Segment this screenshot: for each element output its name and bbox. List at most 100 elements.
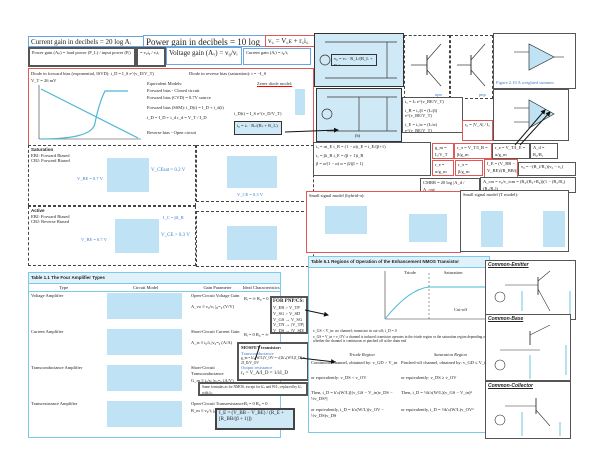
mosfet-l3: Output resistance	[241, 365, 273, 371]
weighted-summer: Figure 2.10 A weighted summer.	[493, 33, 576, 89]
sat-ebj: EBJ: Forward Biased	[31, 152, 70, 158]
saturation-region: Saturation Region	[434, 352, 467, 357]
diode-reverse: Diode in reverse bias (saturation): i = …	[189, 71, 267, 76]
zener-title: Zener diode model:	[257, 81, 293, 86]
bjt-current-eqs: i꜀ = Iₛ e^(v_BE/V_T) i_B = i꜀/β = (Iₛ/β)…	[402, 97, 463, 133]
row-eq: R_m ≡ v₀/iᵢ |ᵢ₀=₀ (V/A)	[191, 408, 232, 414]
row-type: Voltage Amplifier	[31, 293, 64, 299]
re: r_e = V_T/I_E = α/g_m	[495, 145, 526, 158]
power-gain-db: Power gain in decibels = 10 log Aₚ	[146, 37, 261, 47]
row-type: Transconductance Amplifier	[31, 365, 83, 371]
current-divider: i₀ = iₛ · Rₛ/(Rₛ + R_L)	[237, 123, 278, 128]
row-eq: A_vo ≡ v₀/vᵢ |ᵢ₀=₀ (V/V)	[191, 304, 235, 310]
vc-eq: v꜀ = V꜀ᴇ + r꜀i꜀	[268, 37, 309, 45]
row-ideal: Rᵢ = ∞ R₀ = 0	[244, 296, 269, 302]
sat-vbe: V_BE = 0.7 V	[77, 176, 103, 181]
mosfet-note-box: Same formulas as for NMOS, except for k'…	[198, 382, 308, 396]
t-model-circuit-2	[543, 211, 565, 247]
diff-vo-box: v₀ = −(R_f/R₁)(v₂ − v₁)	[518, 162, 576, 176]
t-model-title: Small signal model (T model):	[463, 192, 519, 197]
table11-title: Table 1.1 The Four Amplifier Types	[29, 273, 280, 284]
pnp-line: V_SG > V_SD	[273, 310, 301, 316]
common-collector-title: Common-Collector	[488, 383, 533, 389]
acm: A_cm = v₀/v_icm = (R₄/(R₃+R₄))(1 − (R₂/R…	[483, 179, 566, 192]
diode-section: Diode in forward bias (exponential, ISVD…	[28, 68, 314, 146]
sat-2: or equivalently: v_DS ≥ v_OV	[401, 375, 457, 380]
sat-3: Then, i_D = ½k'ₙ(W/L)(v_GS − V_tn)²	[401, 390, 472, 395]
model-sum: i_D = I_D + i_d r_d = V_T / I_D	[147, 115, 207, 120]
vc-box: v꜀ = V꜀ᴇ + r꜀i꜀	[265, 35, 315, 47]
npn-label: npn	[435, 92, 442, 97]
ib-eq: i_B = i꜀/β = (Iₛ/β) e^(v_BE/V_T)	[405, 107, 438, 119]
current-gain: Current gain (Aᵢ) = i₀/iᵢ	[246, 50, 288, 55]
power-gain-eq: = v₀i₀ / vᵢiᵢ	[140, 50, 159, 55]
power-gain-eq-box: = v₀i₀ / vᵢiᵢ	[136, 47, 166, 67]
mosfet-title: MOSFET transistor:	[241, 345, 282, 350]
re2-box: r_e = α/g_m	[432, 160, 454, 176]
row-ideal: Rᵢ = 0 R₀ = 0	[244, 401, 268, 407]
nmos-id-vds-graph	[384, 271, 487, 320]
ab-l3: β = α/(1 − α) α = β/(β + 1)	[316, 161, 364, 167]
diode-vt: V_T = 26 mV	[31, 78, 57, 83]
transconductance-amp-model	[107, 365, 182, 392]
hybrid-pi-title: Small signal model (hybrid-π):	[309, 193, 365, 198]
current-gain-db: Current gain in decibels = 20 log Aᵢ	[31, 38, 131, 46]
alpha-beta-box: i꜀ = αi_E i_B = (1 − α)i_E = i_E/(β+1) i…	[313, 142, 431, 176]
gm-box: g_m = I꜀/V_T	[432, 143, 454, 159]
mosfet-box: MOSFET transistor: Transconductance g_m …	[237, 342, 309, 381]
ie2: I_E = (V_BB − V_BE)/(R_BB/(β+1) + R_E)	[487, 161, 517, 178]
act-pnp-circuit	[227, 226, 277, 260]
triode-4: or equivalently, i_D = k'ₙ(W/L)(v_OV − ½…	[311, 407, 384, 418]
th-gain: Gain Parameter	[203, 284, 232, 290]
model-ssm: Forward bias (SSM): i_D(t) = I_D + i_d(t…	[147, 105, 224, 110]
pnp-line: V_TN → |V_TP|	[273, 322, 304, 328]
table-row: Voltage Amplifier Open-Circuit Voltage G…	[29, 292, 280, 328]
th-model: Circuit Model	[132, 284, 159, 290]
cutoff-bullet: v_GS < V_tn: no channel; transistor in c…	[313, 329, 397, 333]
row-gain: Short-Circuit Transconductance	[191, 365, 224, 376]
re2: r_e = α/g_m	[435, 162, 447, 175]
act-ic: I_C = βI_B	[163, 215, 184, 220]
row-gain: Short-Circuit Current Gain	[191, 329, 240, 335]
ie-formula: I_E = (V_BB − V_BE) / (R_E + [R_BB/(β + …	[219, 411, 284, 423]
ab-l2: i꜀ = βi_B i_E = (β + 1)i_B	[316, 152, 364, 158]
pnp-symbol: pnp	[450, 35, 493, 99]
common-emitter-box: Common-Emitter	[485, 260, 576, 320]
mosfet-l2: g_m = k'ₙ(W/L)V_OV = √(2k'ₙ(W/L)I_D) = 2…	[241, 356, 305, 365]
th-type: Type	[59, 284, 69, 290]
act-vce: V_CE > 0.3 V	[161, 233, 190, 238]
common-base-title: Common-Base	[488, 316, 524, 322]
voltage-gain-box: Voltage gain (Aᵥ) = v₀/vᵢ	[166, 47, 242, 65]
mosfet-l4: r₀ = V_A/I_D = 1/λI_D	[241, 370, 288, 376]
pnp-line: V_EB > V_TP	[273, 305, 300, 311]
voltage-divider: v₀ = vₛ · R_L/(R_L + Rₛ)	[334, 56, 373, 66]
caption-b: (b)	[355, 133, 361, 138]
table-amplifier-types: Table 1.1 The Four Amplifier Types Type …	[28, 272, 281, 438]
triode-label: Triode	[404, 270, 416, 275]
pnp-line: V_GS → V_SG	[273, 316, 303, 322]
voltage-amp-model	[107, 293, 182, 320]
ad-box: A_d = R₂/R₁	[530, 143, 558, 159]
saturation-circuit	[107, 158, 149, 192]
saturation-title: Saturation	[31, 147, 54, 152]
rpi-box: r_π = V_T/I_B = β/g_m	[454, 143, 492, 159]
ab-l1: i꜀ = αi_E i_B = (1 − α)i_E = i_E/(β+1)	[316, 144, 386, 149]
sat-4: or equivalently, i_D = ½k'ₙ(W/L)v_OV²	[401, 407, 474, 412]
triode-2: or equivalently: v_DS < v_OV	[311, 375, 367, 380]
hybrid-pi-circuit-2	[409, 214, 447, 242]
row-type: Transresistance Amplifier	[31, 401, 78, 407]
active-mode: Active EBJ: Forward Biased CBJ: Reverse …	[28, 206, 196, 266]
zener-diagram	[295, 89, 305, 115]
act-ebj: EBJ: Forward Biased	[31, 213, 70, 219]
model-reverse: Reverse bias - Open circuit	[147, 130, 196, 135]
active-circuit	[115, 219, 159, 253]
model-closed: Forward bias - Closed circuit	[147, 88, 200, 93]
pnp-title: FOR PNP/CS:	[273, 299, 304, 304]
row-gain: Open-Circuit Voltage Gain	[191, 293, 240, 299]
table-row: Transresistance Amplifier Open-Circuit T…	[29, 400, 280, 436]
row-ideal: Rᵢ = 0 R₀ = ∞	[244, 332, 269, 338]
diff-vo: v₀ = −(R_f/R₁)(v₂ − v₁)	[521, 164, 564, 169]
row-gain: Open-Circuit Transresistance	[191, 401, 244, 407]
t-model-box: Small signal model (T model):	[460, 190, 569, 252]
power-gain-box: Power gain (Aₚ) = load power (P_L) / inp…	[28, 47, 136, 67]
